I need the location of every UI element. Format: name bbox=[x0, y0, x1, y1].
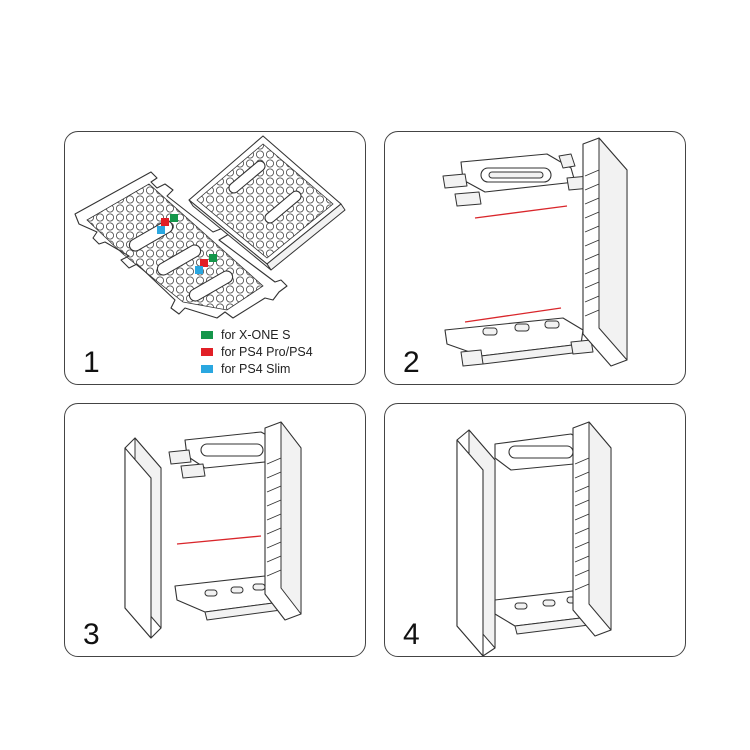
guide-line bbox=[176, 535, 262, 545]
legend-label: for PS4 Pro/PS4 bbox=[221, 344, 313, 359]
step-3-panel: 3 bbox=[64, 403, 366, 657]
green-swatch bbox=[201, 330, 213, 339]
rack-slots bbox=[266, 457, 282, 577]
legend-item: for X-ONE S bbox=[201, 326, 313, 343]
step-number: 4 bbox=[403, 618, 420, 651]
base-plates-illustration bbox=[74, 135, 346, 319]
top-plate-back bbox=[188, 135, 346, 271]
loose-side-panel bbox=[124, 437, 162, 639]
guide-line bbox=[474, 205, 568, 219]
step-number: 3 bbox=[83, 618, 100, 651]
legend-label: for X-ONE S bbox=[221, 327, 291, 342]
top-bracket bbox=[442, 153, 592, 207]
frame-assembly bbox=[168, 421, 302, 621]
step-1-panel: for X-ONE S for PS4 Pro/PS4 for PS4 Slim… bbox=[64, 131, 366, 385]
step-4-panel: 4 bbox=[384, 403, 686, 657]
bottom-plate-front bbox=[74, 171, 288, 319]
assembled-stand bbox=[456, 421, 612, 656]
step-number: 2 bbox=[403, 346, 420, 379]
color-legend: for X-ONE S for PS4 Pro/PS4 for PS4 Slim bbox=[201, 326, 313, 377]
side-rack-wall bbox=[582, 137, 628, 367]
legend-item: for PS4 Pro/PS4 bbox=[201, 343, 313, 360]
rack-slots bbox=[584, 169, 600, 317]
side-rack-assembly-illustration bbox=[442, 137, 628, 367]
guide-line bbox=[464, 307, 562, 323]
step-number: 1 bbox=[83, 346, 100, 379]
blue-swatch bbox=[201, 364, 213, 373]
legend-label: for PS4 Slim bbox=[221, 361, 291, 376]
step-2-panel: 2 bbox=[384, 131, 686, 385]
rack-slots bbox=[574, 457, 590, 591]
bottom-bracket bbox=[444, 317, 594, 367]
attach-side-panel-illustration bbox=[124, 421, 302, 639]
red-swatch bbox=[201, 347, 213, 356]
legend-item: for PS4 Slim bbox=[201, 360, 313, 377]
completed-stand-illustration bbox=[456, 421, 612, 656]
